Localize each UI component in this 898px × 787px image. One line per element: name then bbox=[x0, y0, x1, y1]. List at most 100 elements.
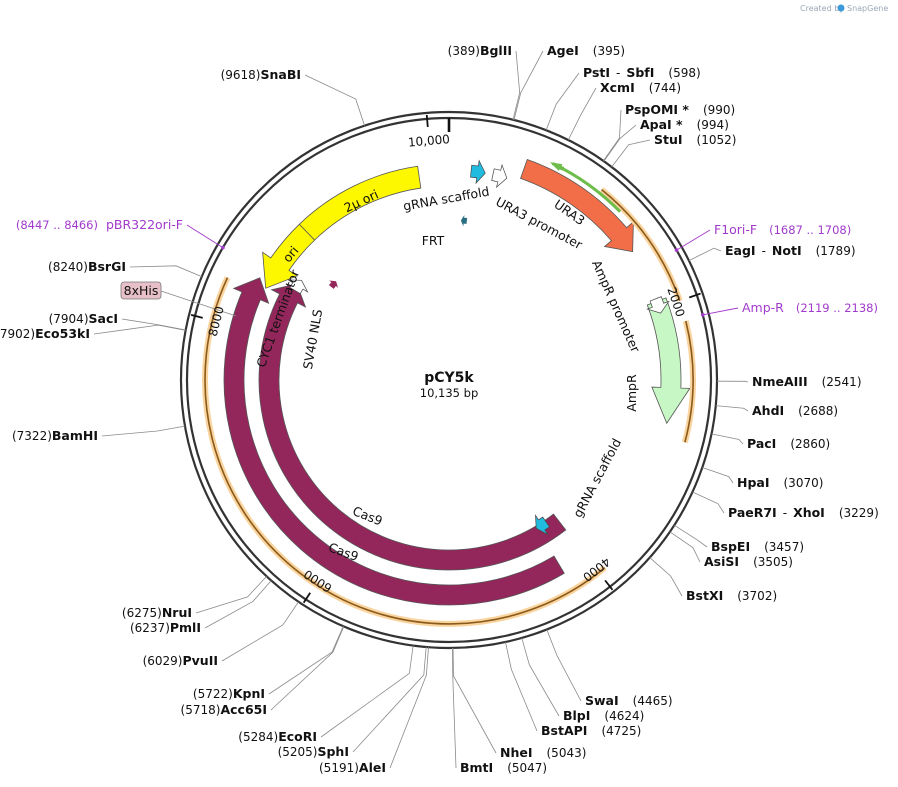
site-name: SwaI bbox=[585, 693, 619, 708]
site-position: (5043) bbox=[547, 746, 587, 760]
site-position: (1052) bbox=[697, 133, 737, 147]
feature-grna-scaffold-1-marker bbox=[470, 159, 486, 185]
site-label: StuI(1052) bbox=[654, 132, 736, 147]
site-label: (6029)PvuII bbox=[143, 653, 218, 668]
feature-label-ampr-promoter: AmpR promoter bbox=[589, 258, 643, 356]
feature-label-8xhis: 8xHis bbox=[124, 283, 159, 298]
feature-label-grna-scaffold-2: gRNA scaffold bbox=[570, 436, 624, 520]
site-name: PacI bbox=[747, 436, 776, 451]
site-label: PstI-SbfI(598) bbox=[583, 65, 701, 80]
restriction-site: (5722)KpnI bbox=[193, 626, 344, 701]
site-position: (8240) bbox=[48, 260, 88, 274]
site-leader-line bbox=[716, 380, 749, 383]
restriction-site: PspOMI *(990) bbox=[603, 102, 735, 162]
site-label: HpaI(3070) bbox=[737, 475, 823, 490]
site-position: (744) bbox=[649, 81, 681, 95]
site-label: NheI(5043) bbox=[500, 745, 586, 760]
site-label: BlpI(4624) bbox=[563, 708, 644, 723]
restriction-site: (8240)BsrGI bbox=[48, 259, 202, 277]
site-name: BstAPI bbox=[541, 723, 587, 738]
restriction-site: SwaI (4465) bbox=[546, 629, 673, 708]
primer-name: pBR322ori-F bbox=[106, 217, 183, 232]
restriction-site: AsiSI(3505) bbox=[669, 531, 793, 569]
site-label: ApaI *(994) bbox=[640, 117, 729, 132]
site-leader-line bbox=[512, 50, 521, 120]
feature-label-sv40-nls: SV40 NLS bbox=[300, 308, 325, 370]
restriction-site: PaeR7I-XhoI(3229) bbox=[692, 491, 879, 520]
primer-label: Amp-R(2119 .. 2138) bbox=[742, 300, 878, 315]
site-label: (6275)NruI bbox=[122, 605, 192, 620]
site-name-2: XhoI bbox=[793, 505, 825, 520]
site-separator: - bbox=[783, 506, 787, 520]
site-label: (5191)AleI bbox=[319, 760, 386, 775]
feature-f1-ori bbox=[601, 188, 681, 301]
site-leader-line bbox=[603, 109, 622, 162]
restriction-site: (5191)AleI bbox=[319, 647, 429, 775]
site-leader-line bbox=[546, 629, 582, 702]
site-name-2: NotI bbox=[772, 243, 802, 258]
scale-tick bbox=[425, 114, 429, 127]
site-name: BstXI bbox=[686, 588, 723, 603]
site-leader-line bbox=[129, 265, 202, 277]
snapgene-logo-icon bbox=[837, 4, 845, 12]
site-name: BglII bbox=[480, 43, 512, 58]
primer-label: (8447 .. 8466)pBR322ori-F bbox=[16, 217, 183, 232]
site-position: (3070) bbox=[784, 476, 824, 490]
site-name: BamHI bbox=[52, 428, 98, 443]
primer-name: F1ori-F bbox=[714, 222, 757, 237]
scale-tick bbox=[604, 579, 614, 591]
restriction-site: (7904)SacI bbox=[49, 311, 186, 331]
site-label: BspEI(3457) bbox=[711, 539, 804, 554]
site-label: AgeI(395) bbox=[547, 43, 625, 58]
site-position: (9618) bbox=[221, 68, 261, 82]
primer-binding-site: F1ori-F (1687 .. 1708) bbox=[674, 222, 851, 252]
site-name: BlpI bbox=[563, 708, 590, 723]
site-name: EcoRI bbox=[278, 729, 317, 744]
site-leader-line bbox=[567, 87, 597, 141]
site-separator: - bbox=[762, 244, 766, 258]
site-label: BstXI(3702) bbox=[686, 588, 777, 603]
site-label: (6237)PmlI bbox=[130, 620, 201, 635]
site-label: PspOMI *(990) bbox=[625, 102, 735, 117]
site-name: SnaBI bbox=[260, 67, 301, 82]
site-position: (4725) bbox=[601, 724, 641, 738]
primer-leader-line bbox=[676, 229, 711, 251]
site-position: (5718) bbox=[181, 703, 221, 717]
restriction-site: (5284)EcoRI bbox=[238, 645, 414, 744]
site-position: (4465) bbox=[633, 694, 673, 708]
feature-cas9 bbox=[258, 283, 567, 571]
credit-brand: SnapGene bbox=[847, 4, 888, 13]
restriction-site: (9618)SnaBI bbox=[221, 67, 365, 126]
site-name: NruI bbox=[162, 605, 192, 620]
primer-range: (1687 .. 1708) bbox=[769, 223, 851, 237]
site-name-2: SbfI bbox=[626, 65, 654, 80]
site-position: (2688) bbox=[798, 404, 838, 418]
primer-dot bbox=[674, 248, 679, 252]
plasmid-name: pCY5k bbox=[424, 370, 474, 386]
site-leader-line bbox=[521, 637, 560, 717]
feature-ura3-promoter-marker bbox=[491, 163, 508, 189]
primer-layer: F1ori-F (1687 .. 1708) Amp-R(2119 .. 2138)… bbox=[16, 217, 878, 317]
site-position: (5284) bbox=[238, 730, 278, 744]
restriction-site: PacI(2860) bbox=[711, 433, 830, 451]
site-label: (5205)SphI bbox=[278, 744, 349, 759]
scale-tick bbox=[302, 592, 311, 604]
restriction-site: (7902)Eco53kI bbox=[0, 324, 186, 341]
feature-2-ori bbox=[298, 165, 422, 241]
site-name: BspEI bbox=[711, 539, 750, 554]
site-name: PaeR7I bbox=[728, 505, 777, 520]
scale-tick-label: 10,000 bbox=[407, 132, 450, 149]
restriction-site: AgeI(395) bbox=[513, 43, 625, 121]
feature-frt-marker bbox=[460, 215, 468, 227]
site-label: AhdI(2688) bbox=[752, 403, 838, 418]
feature-ampr-promoter-marker bbox=[646, 296, 670, 314]
site-leader-line bbox=[195, 576, 267, 614]
site-label: (7904)SacI bbox=[49, 311, 118, 326]
primer-binding-site: Amp-R(2119 .. 2138) bbox=[700, 300, 878, 317]
restriction-site: NmeAIII(2541) bbox=[716, 374, 862, 389]
restriction-site: NheI(5043) bbox=[452, 647, 586, 760]
restriction-site: EagI-NotI(1789) bbox=[688, 243, 856, 261]
restriction-site: XcmI(744) bbox=[567, 80, 681, 141]
